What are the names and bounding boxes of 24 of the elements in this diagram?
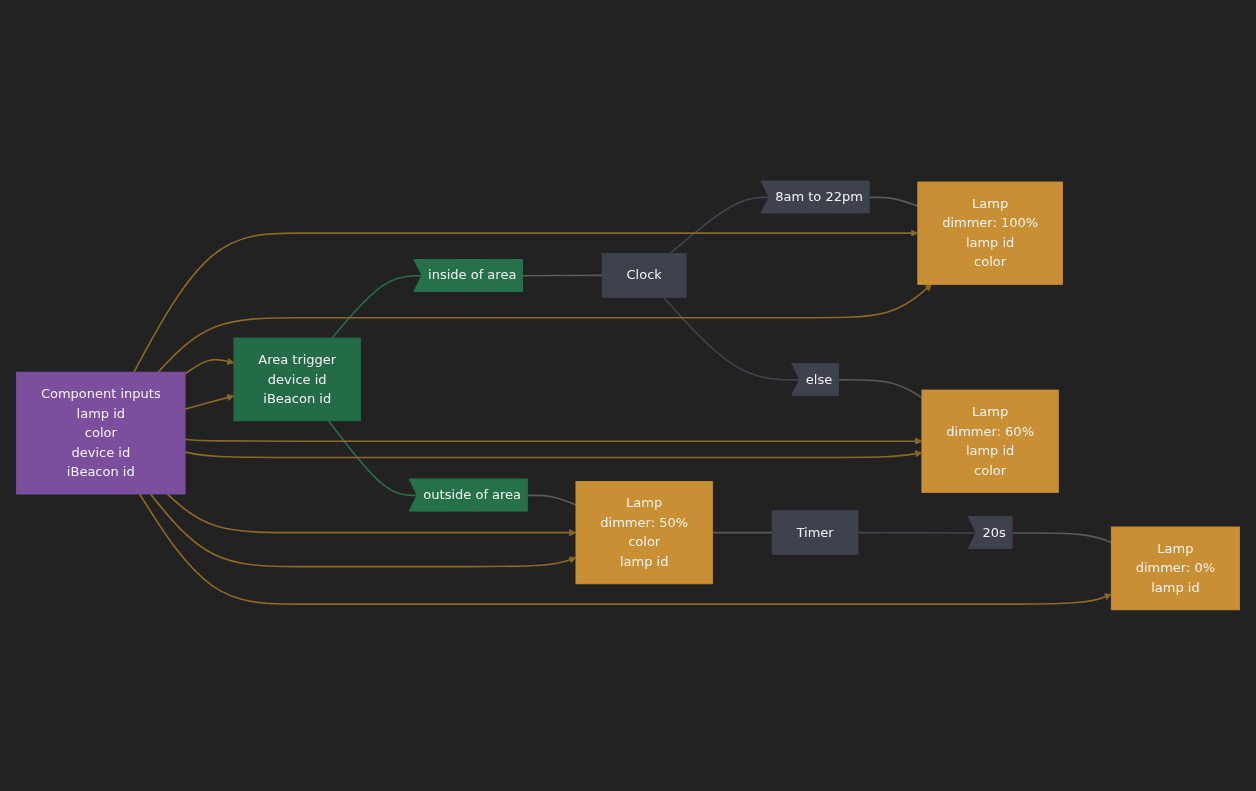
- connector: [837, 378, 923, 399]
- arrow: [157, 284, 932, 373]
- node-box: Component inputs lamp id color device id iBeacon id: [16, 371, 186, 495]
- node-box: Timer: [771, 510, 859, 555]
- node-box: Lamp dimmer: 50% color lamp id: [575, 481, 713, 585]
- node-box: Clock: [601, 253, 687, 298]
- arrow: [184, 357, 235, 375]
- connector: [868, 196, 919, 207]
- arrow: [184, 437, 923, 445]
- connector: [522, 274, 603, 277]
- node-box: Lamp dimmer: 0% lamp id: [1110, 526, 1240, 611]
- arrow: [133, 229, 919, 373]
- arrow: [166, 493, 577, 537]
- node-box: Lamp dimmer: 60% lamp id color: [921, 389, 1059, 493]
- node-box: Lamp dimmer: 100% lamp id color: [917, 181, 1063, 285]
- arrow: [138, 493, 1112, 605]
- node-box: Area trigger device id iBeacon id: [233, 337, 361, 422]
- connector: [526, 494, 577, 506]
- arrow: [149, 493, 577, 568]
- connector: [662, 296, 801, 381]
- connector: [1011, 532, 1113, 544]
- arrow: [184, 394, 235, 410]
- arrow: [184, 450, 923, 459]
- connector: [711, 531, 773, 534]
